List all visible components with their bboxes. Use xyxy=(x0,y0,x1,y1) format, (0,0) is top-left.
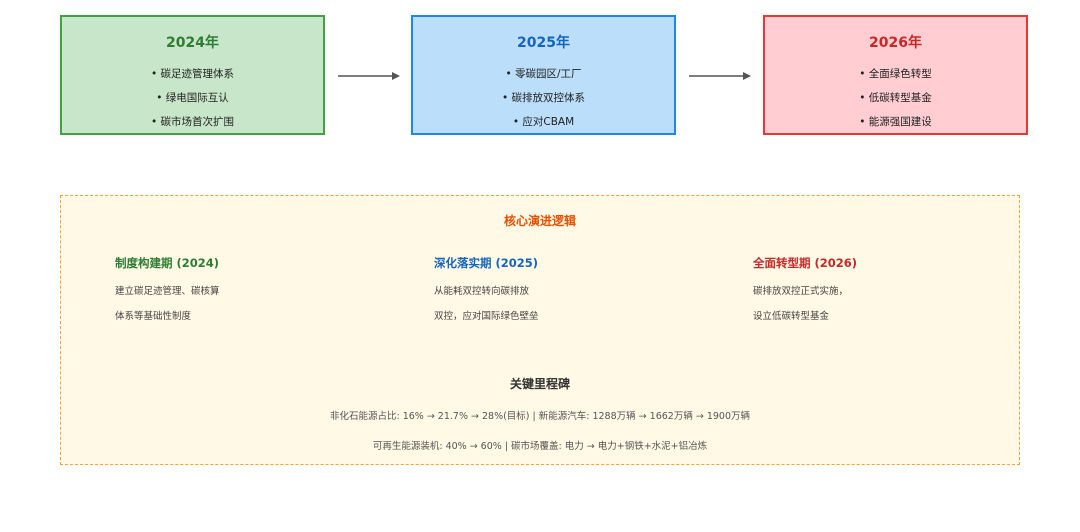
year-title: 2026年 xyxy=(869,35,922,51)
year-item: 碳市场首次扩围 xyxy=(62,116,323,128)
phase-institution-building: 制度构建期 (2024) 建立碳足迹管理、碳核算 体系等基础性制度 xyxy=(115,256,375,323)
milestones-title: 关键里程碑 xyxy=(509,377,570,391)
year-item: 应对CBAM xyxy=(413,116,674,128)
year-box-2025: 2025年 零碳园区/工厂 碳排放双控体系 应对CBAM xyxy=(411,15,676,135)
phase-title: 全面转型期 (2026) xyxy=(753,256,858,270)
core-logic-panel: 核心演进逻辑 制度构建期 (2024) 建立碳足迹管理、碳核算 体系等基础性制度… xyxy=(60,195,1020,465)
year-item: 能源强国建设 xyxy=(765,116,1026,128)
year-title: 2025年 xyxy=(517,35,570,51)
phase-description: 建立碳足迹管理、碳核算 xyxy=(115,286,220,297)
phase-description: 设立低碳转型基金 xyxy=(753,311,830,322)
year-item: 全面绿色转型 xyxy=(765,68,1026,80)
year-item: 低碳转型基金 xyxy=(765,92,1026,104)
arrow-right-icon xyxy=(689,72,751,80)
year-item-list: 零碳园区/工厂 碳排放双控体系 应对CBAM xyxy=(413,68,674,128)
arrow-right-icon xyxy=(338,72,400,80)
phase-description: 碳排放双控正式实施， xyxy=(753,286,849,297)
phase-description: 从能耗双控转向碳排放 xyxy=(434,286,530,297)
milestone-line: 非化石能源占比: 16% → 21.7% → 28%(目标) | 新能源汽车: … xyxy=(329,411,751,422)
phase-description: 双控，应对国际绿色壁垒 xyxy=(434,311,539,322)
year-item: 绿电国际互认 xyxy=(62,92,323,104)
year-box-2024: 2024年 碳足迹管理体系 绿电国际互认 碳市场首次扩围 xyxy=(60,15,325,135)
year-title: 2024年 xyxy=(166,35,219,51)
milestone-line: 可再生能源装机: 40% → 60% | 碳市场覆盖: 电力 → 电力+钢铁+水… xyxy=(372,441,708,452)
year-box-2026: 2026年 全面绿色转型 低碳转型基金 能源强国建设 xyxy=(763,15,1028,135)
core-logic-title: 核心演进逻辑 xyxy=(503,214,576,228)
phase-title: 制度构建期 (2024) xyxy=(115,256,220,270)
phase-description: 体系等基础性制度 xyxy=(115,311,192,322)
phase-deepening: 深化落实期 (2025) 从能耗双控转向碳排放 双控，应对国际绿色壁垒 xyxy=(434,256,694,323)
year-item-list: 全面绿色转型 低碳转型基金 能源强国建设 xyxy=(765,68,1026,128)
year-item: 碳排放双控体系 xyxy=(413,92,674,104)
year-item-list: 碳足迹管理体系 绿电国际互认 碳市场首次扩围 xyxy=(62,68,323,128)
phase-transformation: 全面转型期 (2026) 碳排放双控正式实施， 设立低碳转型基金 xyxy=(753,256,1013,323)
phase-title: 深化落实期 (2025) xyxy=(434,256,539,270)
year-item: 零碳园区/工厂 xyxy=(413,68,674,80)
year-item: 碳足迹管理体系 xyxy=(62,68,323,80)
